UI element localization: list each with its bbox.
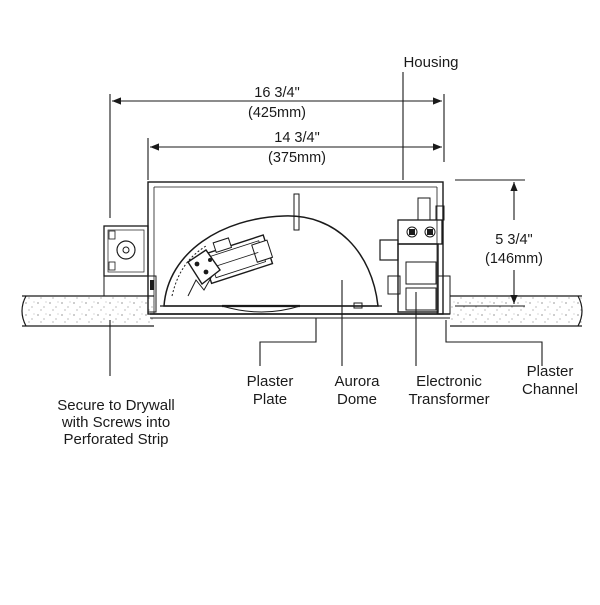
plaster-channel-label-line2: Channel [522,381,578,398]
height-metric: (146mm) [485,251,543,267]
aurora-dome-label-line2: Dome [337,391,377,408]
leader-lines [109,72,543,376]
housing-box [147,181,450,319]
gimbal-plate [187,249,221,297]
overall-width-metric: (425mm) [248,105,306,121]
plaster-plate-label-line2: Plate [253,391,287,408]
aurora-dome-label-line1: Aurora [334,373,380,390]
transformer-label-line1: Electronic [416,373,482,390]
plaster-channel-label-line1: Plaster [527,363,574,380]
dimension-inner [147,138,442,180]
electronic-transformer [379,197,451,315]
secure-label-line1: Secure to Drywall [57,397,175,414]
inner-width-imperial: 14 3/4" [274,130,319,146]
height-imperial: 5 3/4" [495,232,532,248]
overall-width-imperial: 16 3/4" [254,85,299,101]
lamp-assembly [201,234,274,285]
plaster-plate-label-line1: Plaster [247,373,294,390]
secure-label-line3: Perforated Strip [63,431,168,448]
inner-width-metric: (375mm) [268,150,326,166]
junction-box [103,225,157,313]
dimension-overall [109,94,445,218]
dimension-height [455,179,525,307]
secure-label-line2: with Screws into [61,414,170,431]
aurora-dome [160,215,382,313]
drywall [21,295,583,327]
housing-label: Housing [403,54,458,71]
transformer-label-line2: Transformer [408,391,489,408]
